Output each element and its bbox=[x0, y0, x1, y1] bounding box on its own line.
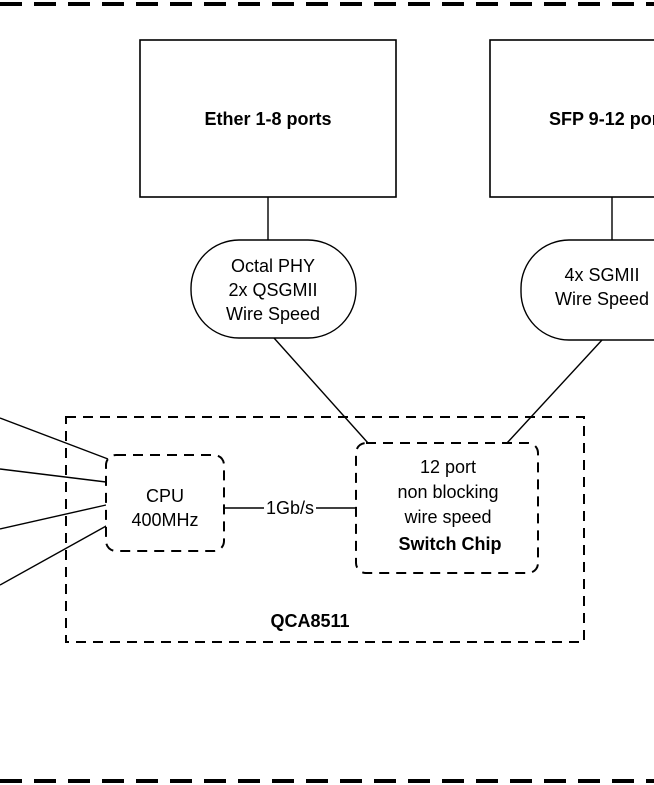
octal-phy-line2: 2x QSGMII bbox=[228, 280, 317, 300]
ether-ports-block: Ether 1-8 ports bbox=[139, 39, 397, 198]
sgmii-to-switch-connector bbox=[506, 339, 603, 444]
cpu-line2: 400MHz bbox=[131, 510, 198, 530]
octal-phy-line3: Wire Speed bbox=[226, 304, 320, 324]
sfp-ports-label: SFP 9-12 ports bbox=[549, 109, 654, 129]
cpu-input-line-3 bbox=[0, 504, 107, 530]
octal-phy-line1: Octal PHY bbox=[231, 256, 315, 276]
switch-line1: 12 port bbox=[420, 457, 476, 477]
sgmii-line2: Wire Speed bbox=[555, 289, 649, 309]
octal-phy-node: Octal PHY 2x QSGMII Wire Speed bbox=[190, 239, 357, 339]
cpu-input-line-1 bbox=[0, 417, 109, 460]
switch-chip-block: 12 port non blocking wire speed Switch C… bbox=[355, 442, 539, 574]
cpu-line1: CPU bbox=[146, 486, 184, 506]
switch-line4: Switch Chip bbox=[399, 534, 502, 554]
switch-line3: wire speed bbox=[403, 507, 491, 527]
soc-label: QCA8511 bbox=[270, 611, 349, 631]
switch-line2: non blocking bbox=[397, 482, 498, 502]
cpu-input-line-2 bbox=[0, 468, 107, 483]
sfp-ports-block: SFP 9-12 ports bbox=[489, 39, 654, 198]
phy-to-switch-connector bbox=[273, 337, 369, 444]
ether-ports-label: Ether 1-8 ports bbox=[204, 109, 331, 129]
sgmii-line1: 4x SGMII bbox=[564, 265, 639, 285]
cpu-input-line-4 bbox=[0, 524, 109, 586]
sgmii-node: 4x SGMII Wire Speed bbox=[520, 239, 654, 341]
cpu-block: CPU 400MHz bbox=[105, 454, 225, 552]
soc-container: QCA8511 bbox=[65, 416, 585, 643]
link-speed-label: 1Gb/s bbox=[266, 498, 314, 518]
